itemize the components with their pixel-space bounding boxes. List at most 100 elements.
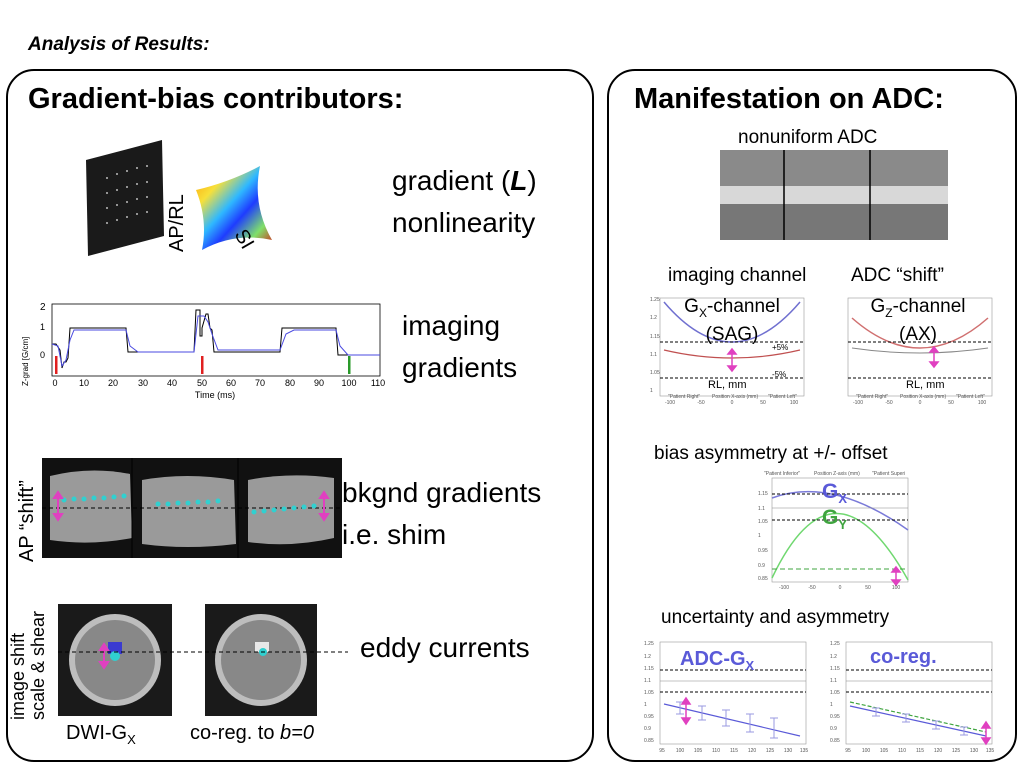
spine-shift-images xyxy=(42,458,342,558)
svg-text:120: 120 xyxy=(934,748,943,754)
svg-text:2: 2 xyxy=(40,302,46,313)
svg-text:Time (ms): Time (ms) xyxy=(195,390,235,400)
svg-text:1.25: 1.25 xyxy=(644,641,654,647)
svg-text:110: 110 xyxy=(712,748,720,754)
svg-text:100: 100 xyxy=(862,748,871,754)
z-gradient-plot: 2 1 0 Z-grad [G/cm] 0 10 20 30 40 50 60 … xyxy=(21,302,385,400)
gradient-coil-image xyxy=(86,140,164,256)
svg-text:130: 130 xyxy=(970,748,979,754)
nonuniform-adc-label: nonuniform ADC xyxy=(738,127,878,148)
svg-text:110: 110 xyxy=(371,378,385,388)
bias-asymmetry-label: bias asymmetry at +/- offset xyxy=(654,443,888,464)
svg-text:115: 115 xyxy=(730,748,738,754)
svg-text:0.85: 0.85 xyxy=(830,738,840,744)
svg-text:1.15: 1.15 xyxy=(644,666,654,672)
nonuniform-adc-image xyxy=(720,150,948,240)
svg-text:0.85: 0.85 xyxy=(644,738,654,744)
svg-text:100: 100 xyxy=(978,400,987,406)
svg-text:1.15: 1.15 xyxy=(830,666,840,672)
svg-text:1: 1 xyxy=(650,388,653,394)
svg-text:0.95: 0.95 xyxy=(758,548,768,554)
svg-text:-50: -50 xyxy=(808,585,815,591)
svg-text:1.05: 1.05 xyxy=(644,690,654,696)
svg-text:100: 100 xyxy=(676,748,685,754)
svg-text:125: 125 xyxy=(952,748,961,754)
svg-text:Position Z-axis (mm): Position Z-axis (mm) xyxy=(814,471,860,477)
eddy-dashed-line xyxy=(58,651,348,653)
svg-text:40: 40 xyxy=(167,378,177,388)
adc-gx-plot: 1.25 1.2 1.15 1.1 1.05 1 0.95 0.9 0.85 9… xyxy=(644,641,809,754)
svg-text:10: 10 xyxy=(79,378,89,388)
gz-channel-plot: "Patient Right" Position X-axis (mm) "Pa… xyxy=(847,297,993,406)
gy-curve-label: GY xyxy=(822,506,848,533)
svg-text:1.1: 1.1 xyxy=(650,352,657,358)
svg-text:0.85: 0.85 xyxy=(758,576,768,582)
svg-text:0: 0 xyxy=(52,378,57,388)
svg-text:100: 100 xyxy=(341,378,356,388)
dwi-gx-image xyxy=(58,604,172,716)
left-panel-title: Gradient-bias contributors: xyxy=(28,83,404,115)
svg-text:Z-grad [G/cm]: Z-grad [G/cm] xyxy=(21,337,30,386)
svg-text:RL, mm: RL, mm xyxy=(906,379,945,391)
svg-text:1.05: 1.05 xyxy=(650,370,660,376)
svg-text:1.2: 1.2 xyxy=(644,654,651,660)
adc-shift-label: ADC “shift” xyxy=(851,265,944,286)
svg-text:1: 1 xyxy=(40,322,45,332)
svg-text:110: 110 xyxy=(898,748,906,754)
svg-text:0.95: 0.95 xyxy=(830,714,840,720)
svg-text:0: 0 xyxy=(919,400,922,406)
svg-text:0.9: 0.9 xyxy=(830,726,837,732)
nonlinearity-map xyxy=(196,166,272,250)
svg-text:30: 30 xyxy=(138,378,148,388)
svg-text:"Patient Left": "Patient Left" xyxy=(768,394,797,400)
svg-text:95: 95 xyxy=(659,748,665,754)
svg-text:1.05: 1.05 xyxy=(830,690,840,696)
coreg-plot: 1.25 1.2 1.15 1.1 1.05 1 0.95 0.9 0.85 9… xyxy=(830,641,994,754)
svg-text:-100: -100 xyxy=(665,400,675,406)
svg-text:"Patient Right": "Patient Right" xyxy=(668,394,700,400)
svg-text:Position X-axis (mm): Position X-axis (mm) xyxy=(900,394,946,400)
svg-text:1.2: 1.2 xyxy=(830,654,837,660)
svg-text:1.1: 1.1 xyxy=(830,678,837,684)
page-header: Analysis of Results: xyxy=(28,34,210,55)
svg-text:0.95: 0.95 xyxy=(644,714,654,720)
dwi-gx-label: DWI-GX xyxy=(66,722,136,747)
svg-text:1.1: 1.1 xyxy=(758,506,765,512)
svg-text:50: 50 xyxy=(948,400,954,406)
svg-text:100: 100 xyxy=(892,585,901,591)
svg-text:Position X-axis (mm): Position X-axis (mm) xyxy=(712,394,758,400)
svg-text:50: 50 xyxy=(760,400,766,406)
svg-text:1: 1 xyxy=(644,702,647,708)
svg-text:1.05: 1.05 xyxy=(758,519,768,525)
gz-channel-label: GZ-channel (AX) xyxy=(870,296,966,345)
svg-text:105: 105 xyxy=(880,748,889,754)
gx-channel-plot: 1.25 1.2 1.15 1.1 1.05 1 -100 -50 0 50 1… xyxy=(650,297,805,406)
svg-text:70: 70 xyxy=(255,378,265,388)
svg-text:95: 95 xyxy=(845,748,851,754)
svg-text:1.25: 1.25 xyxy=(650,297,660,303)
map-axis-ap-rl: AP/RL xyxy=(166,194,188,252)
svg-text:135: 135 xyxy=(800,748,809,754)
coreg-short-label: co-reg. xyxy=(870,646,937,668)
svg-text:0.9: 0.9 xyxy=(644,726,651,732)
svg-text:100: 100 xyxy=(790,400,799,406)
svg-text:125: 125 xyxy=(766,748,775,754)
svg-text:-50: -50 xyxy=(885,400,892,406)
svg-text:"Patient Inferior": "Patient Inferior" xyxy=(764,471,800,477)
svg-text:-100: -100 xyxy=(779,585,789,591)
svg-text:"Patient Left": "Patient Left" xyxy=(956,394,985,400)
svg-text:+5%: +5% xyxy=(772,343,788,352)
svg-text:0: 0 xyxy=(731,400,734,406)
gx-curve-label: GX xyxy=(822,480,848,507)
svg-text:1: 1 xyxy=(758,533,761,539)
svg-text:50: 50 xyxy=(865,585,871,591)
svg-text:90: 90 xyxy=(314,378,324,388)
svg-text:20: 20 xyxy=(108,378,118,388)
gradient-nonlinearity-label: gradient (L) nonlinearity xyxy=(392,165,537,238)
ap-shift-label: AP “shift” xyxy=(16,480,38,562)
coreg-image xyxy=(205,604,317,716)
svg-text:-50: -50 xyxy=(697,400,704,406)
svg-text:80: 80 xyxy=(285,378,295,388)
